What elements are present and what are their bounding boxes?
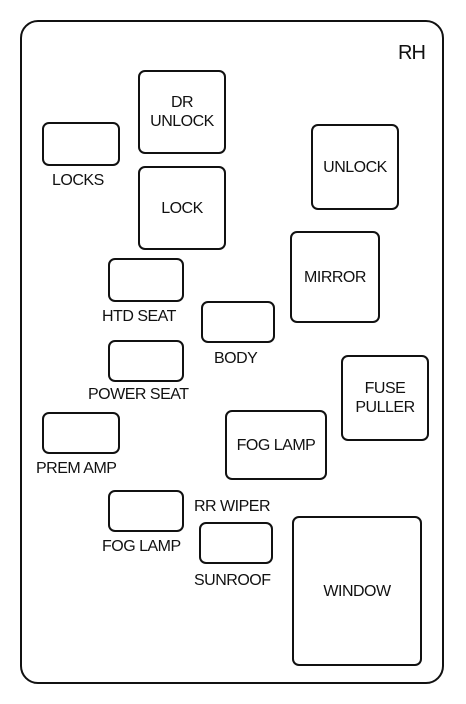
side-label: RH [398,42,426,64]
fuse-locks[interactable] [42,122,120,166]
fuse-prem-amp[interactable] [42,412,120,454]
fuse-htd-seat[interactable] [108,258,184,302]
relay-lock[interactable]: LOCK [138,166,226,250]
label-fog-lamp: FOG LAMP [102,538,181,555]
fuse-rr-wiper-sunroof[interactable] [199,522,273,564]
fuse-body[interactable] [201,301,275,343]
label-body: BODY [214,350,258,367]
relay-unlock[interactable]: UNLOCK [311,124,399,210]
label-sunroof: SUNROOF [194,572,271,589]
relay-fog-lamp[interactable]: FOG LAMP [225,410,327,480]
label-htd-seat: HTD SEAT [102,308,176,325]
label-power-seat: POWER SEAT [88,386,189,403]
relay-dr-unlock[interactable]: DR UNLOCK [138,70,226,154]
relay-window[interactable]: WINDOW [292,516,422,666]
relay-mirror[interactable]: MIRROR [290,231,380,323]
label-rr-wiper: RR WIPER [194,498,271,515]
label-locks: LOCKS [52,172,104,189]
fuse-power-seat[interactable] [108,340,184,382]
fuse-fog-lamp[interactable] [108,490,184,532]
label-prem-amp: PREM AMP [36,460,117,477]
fuse-puller[interactable]: FUSE PULLER [341,355,429,441]
